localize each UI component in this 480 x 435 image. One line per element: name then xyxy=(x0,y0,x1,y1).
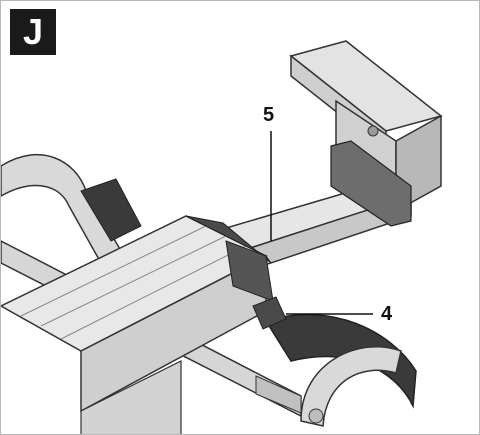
bracket-clamp xyxy=(330,140,412,227)
right-lower-loop xyxy=(300,346,402,427)
callout-5: 5 xyxy=(263,104,275,126)
rail-groove-3 xyxy=(60,245,247,340)
lower-leg xyxy=(80,360,182,434)
side-bolt xyxy=(308,408,324,424)
rail-end-cap xyxy=(185,215,272,264)
locking-knob xyxy=(252,296,287,330)
figure-label-badge: J xyxy=(10,9,56,55)
callout-4: 4 xyxy=(381,303,393,325)
bracket-screw xyxy=(367,125,379,137)
rail-groove-2 xyxy=(40,235,227,327)
base-bar-end xyxy=(255,375,302,414)
left-handle-grip xyxy=(80,178,142,242)
rail-groove-1 xyxy=(20,225,207,317)
